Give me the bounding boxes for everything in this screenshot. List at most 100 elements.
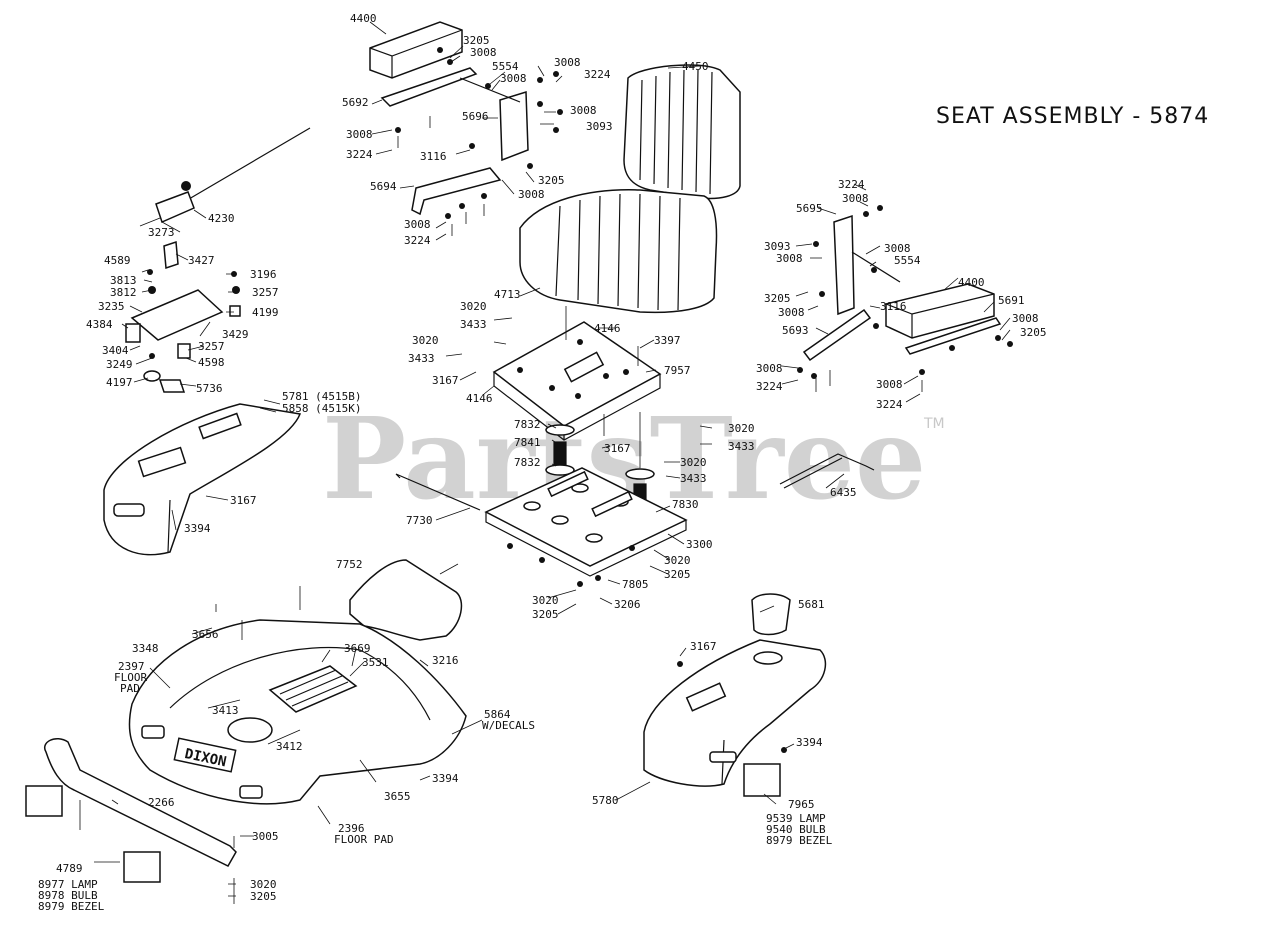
label-8979-bezel: 8979 BEZEL [38,900,105,913]
label-3020: 3020 [728,422,755,435]
wire-6435 [779,453,875,489]
label-3669: 3669 [344,642,371,655]
label-3813: 3813 [110,274,137,287]
label-3167: 3167 [690,640,717,653]
label-3008: 3008 [470,46,497,59]
label-4400: 4400 [958,276,985,289]
label-5696: 5696 [462,110,489,123]
switch-bracket [125,240,241,393]
label-4199: 4199 [252,306,279,319]
label-3020: 3020 [460,300,487,313]
label-3008: 3008 [500,72,527,85]
label-3413: 3413 [212,704,239,717]
label-7832: 7832 [514,418,541,431]
label-3008: 3008 [404,218,431,231]
label-3205: 3205 [532,608,559,621]
label-7830: 7830 [672,498,699,511]
label-w-decals: W/DECALS [482,719,535,732]
label-7965: 7965 [788,798,815,811]
label-3116: 3116 [420,150,447,163]
label-7832: 7832 [514,456,541,469]
label-3008: 3008 [570,104,597,117]
floor-pad-7752 [349,559,463,641]
label-3167: 3167 [230,494,257,507]
label-floor-pad: FLOOR PAD [334,833,394,846]
label-4400: 4400 [350,12,377,25]
seat-bracket-left [411,167,502,216]
label-3224: 3224 [404,234,431,247]
label-3433: 3433 [460,318,487,331]
label-3235: 3235 [98,300,125,313]
label-9540-bulb: 9540 BULB [766,823,826,836]
label-3394: 3394 [184,522,211,535]
label-3020: 3020 [680,456,707,469]
label-3656: 3656 [192,628,219,641]
label-8977-lamp: 8977 LAMP [38,878,98,891]
label-3167: 3167 [432,374,459,387]
label-4146: 4146 [466,392,493,405]
label-3008: 3008 [884,242,911,255]
seat-back [623,64,741,200]
label-2397: 2397 [118,660,145,673]
label-3205: 3205 [764,292,791,305]
part-labels: 4400 3205 3008 5554 3008 3008 3224 4450 … [38,12,1047,913]
label-5554: 5554 [894,254,921,267]
lamp-bar [25,738,237,904]
right-fender [643,593,827,797]
label-3224: 3224 [876,398,903,411]
right-armrest-group [797,205,1013,392]
label-5695: 5695 [796,202,823,215]
label-5693: 5693 [782,324,809,337]
label-3216: 3216 [432,654,459,667]
label-3348: 3348 [132,642,159,655]
label-3005: 3005 [252,830,279,843]
label-3008: 3008 [518,188,545,201]
armrest-bar-left [380,67,478,107]
label-3008: 3008 [778,306,805,319]
label-4197: 4197 [106,376,133,389]
label-5864: 5864 [484,708,511,721]
seat-cushion [519,189,718,314]
label-7957: 7957 [664,364,691,377]
label-3196: 3196 [250,268,277,281]
label-4598: 4598 [198,356,225,369]
label-4789: 4789 [56,862,83,875]
label-3008: 3008 [554,56,581,69]
label-3020: 3020 [532,594,559,607]
label-3433: 3433 [408,352,435,365]
label-3093: 3093 [586,120,613,133]
label-3427: 3427 [188,254,215,267]
label-5736: 5736 [196,382,223,395]
label-5780: 5780 [592,794,619,807]
label-8978-bulb: 8978 BULB [38,889,98,902]
label-3257: 3257 [198,340,225,353]
label-3224: 3224 [838,178,865,191]
trademark: TM [923,416,945,432]
label-3394: 3394 [796,736,823,749]
label-3655: 3655 [384,790,411,803]
label-3093: 3093 [764,240,791,253]
label-5692: 5692 [342,96,369,109]
label-4384: 4384 [86,318,113,331]
label-4230: 4230 [208,212,235,225]
label-3224: 3224 [584,68,611,81]
label-3300: 3300 [686,538,713,551]
label-3205: 3205 [664,568,691,581]
left-armrest-group [369,21,563,236]
slide-plate [395,467,688,587]
diagram-title: SEAT ASSEMBLY - 5874 [936,104,1209,129]
label-3020: 3020 [664,554,691,567]
label-7730: 7730 [406,514,433,527]
label-3257: 3257 [252,286,279,299]
label-4450: 4450 [682,60,709,73]
label-4589: 4589 [104,254,131,267]
label-8979-bezel: 8979 BEZEL [766,834,833,847]
label-2266: 2266 [148,796,175,809]
label-7752: 7752 [336,558,363,571]
label-3273: 3273 [148,226,175,239]
leader-lines [94,21,1011,897]
label-3205: 3205 [538,174,565,187]
left-fender [103,403,302,556]
label-3394: 3394 [432,772,459,785]
